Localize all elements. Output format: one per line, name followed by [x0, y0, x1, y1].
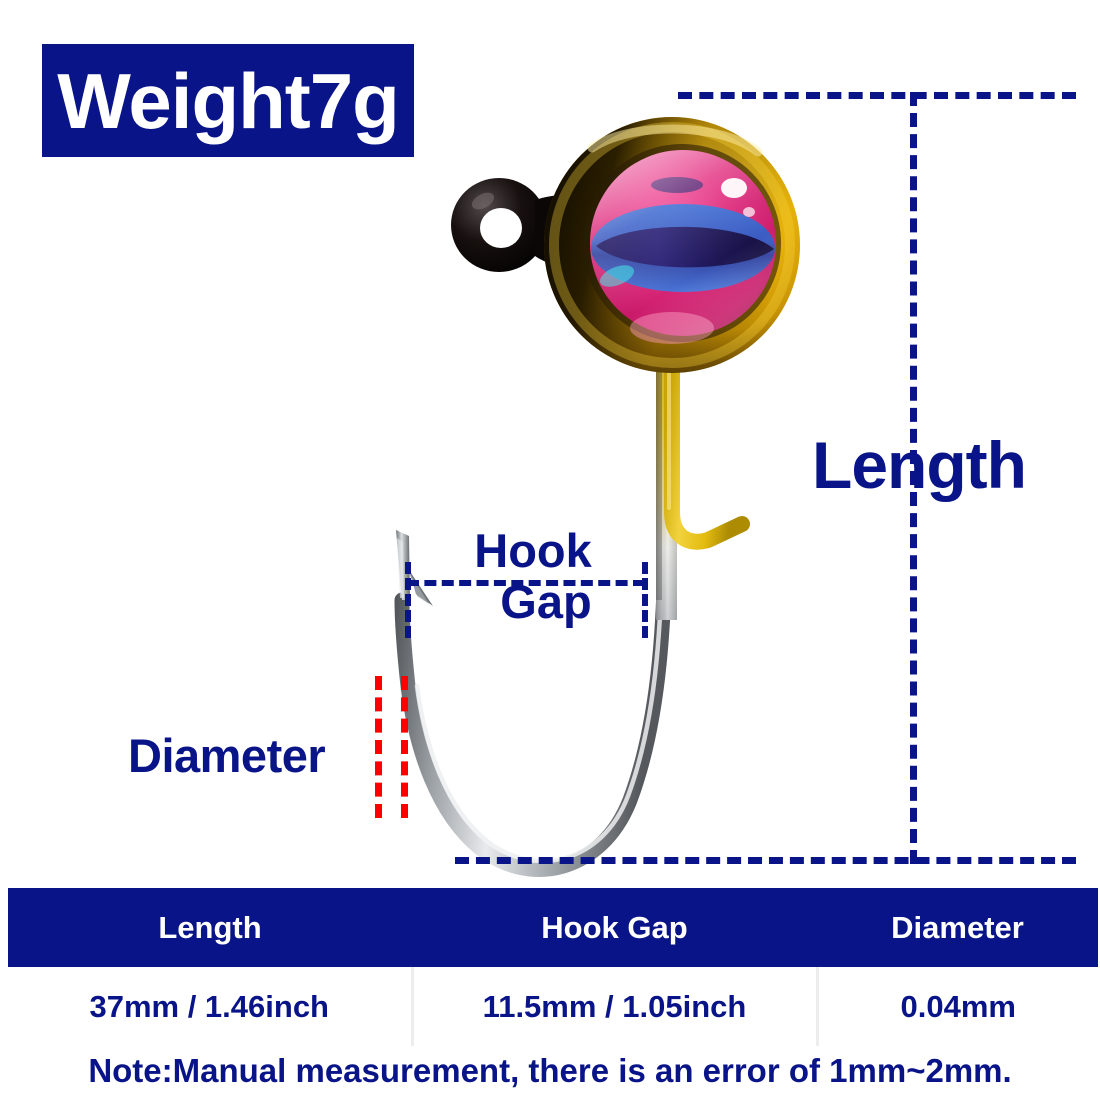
spec-value-length: 37mm / 1.46inch: [8, 967, 414, 1046]
hook-gap-label-line1: Hook: [474, 524, 592, 577]
spec-header-diameter: Diameter: [817, 888, 1098, 967]
hook-gap-horizontal-dashed-line: [407, 580, 645, 586]
length-vertical-dashed-line: [910, 92, 917, 864]
hook-gap-right-tick: [642, 562, 648, 638]
spec-value-diameter: 0.04mm: [817, 967, 1098, 1046]
table-row: 37mm / 1.46inch 11.5mm / 1.05inch 0.04mm: [8, 967, 1098, 1046]
diameter-annotation-label: Diameter: [128, 729, 326, 782]
spec-table-body: 37mm / 1.46inch 11.5mm / 1.05inch 0.04mm: [8, 967, 1098, 1046]
spec-header-hook-gap: Hook Gap: [412, 888, 817, 967]
weight-badge-label: Weight7g: [57, 56, 400, 145]
diameter-left-red-dashed-line: [375, 676, 382, 818]
hook-gap-left-tick: [405, 562, 411, 638]
length-top-dashed-line: [678, 92, 1076, 99]
spec-value-hook-gap: 11.5mm / 1.05inch: [412, 967, 819, 1046]
product-image-jig-head: [330, 60, 810, 880]
spec-table-header-row: Length Hook Gap Diameter: [8, 888, 1098, 967]
spec-header-length: Length: [8, 888, 412, 967]
weight-badge: Weight7g: [42, 44, 414, 157]
spec-table-head: Length Hook Gap Diameter: [8, 888, 1098, 967]
diameter-right-red-dashed-line: [401, 676, 408, 818]
hook-gap-annotation-label: Hook Gap: [448, 524, 618, 628]
length-annotation-label: Length: [812, 428, 1027, 502]
length-bottom-dashed-line: [455, 857, 1076, 864]
measurement-note: Note:Manual measurement, there is an err…: [88, 1052, 1012, 1089]
spec-table: Length Hook Gap Diameter 37mm / 1.46inch…: [8, 888, 1098, 1046]
hook-gap-label-line2: Gap: [500, 574, 592, 628]
